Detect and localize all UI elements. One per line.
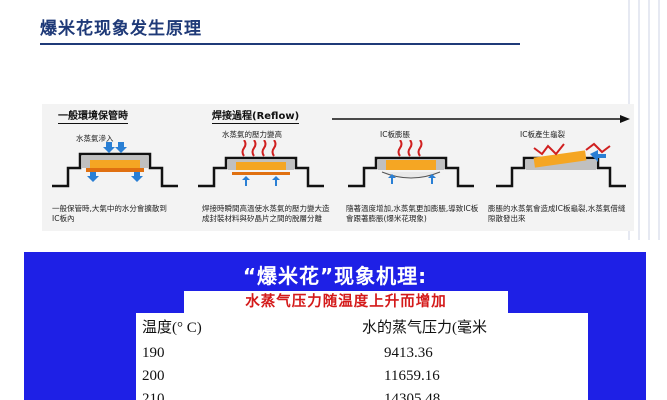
stage1-package-illustration xyxy=(198,140,324,188)
reflow-arrow xyxy=(332,115,630,123)
stage3-caption: 膨脹的水蒸氣會造成IC板龜裂,水蒸氣借縫隙散發出來 xyxy=(488,204,626,223)
general-storage-label: 一般環境保管時 xyxy=(58,111,128,124)
pressure-table: 温度(° C) 水的蒸气压力(毫米 190 9413.36 200 11659.… xyxy=(136,313,588,400)
popcorn-diagram: 一般環境保管時 焊接過程(Reflow) 水蒸氣滲入 水蒸氣的壓力變高 IC板膨… xyxy=(42,104,634,231)
stage1-top-label: 水蒸氣的壓力變高 xyxy=(222,130,282,139)
table-row-temp: 210 xyxy=(142,391,165,400)
panel-heading: “爆米花”现象机理: xyxy=(242,264,428,288)
stage2-top-label: IC板膨脹 xyxy=(380,130,410,139)
stage0-caption: 一般保管時,大氣中的水分會擴散到IC板內 xyxy=(52,204,167,223)
table-row-temp: 190 xyxy=(142,345,165,361)
table-row-pressure: 9413.36 xyxy=(384,345,433,361)
title-rule xyxy=(40,43,520,45)
stage2-package-illustration xyxy=(348,140,474,188)
page-title: 爆米花现象发生原理 xyxy=(40,19,202,39)
mechanism-panel: “爆米花”现象机理: 水蒸气压力随温度上升而增加 温度(° C) 水的蒸气压力(… xyxy=(24,252,646,400)
stage0-top-label: 水蒸氣滲入 xyxy=(76,134,114,143)
stage2-caption: 隨著溫度增加,水蒸氣更加膨脹,導致IC板會跟著膨脹(爆米花現象) xyxy=(346,204,479,223)
table-row-temp: 200 xyxy=(142,368,165,384)
stage3-top-label: IC板產生龜裂 xyxy=(520,130,565,139)
table-header-pressure: 水的蒸气压力(毫米 xyxy=(362,320,487,336)
table-header-temperature: 温度(° C) xyxy=(142,320,202,336)
reflow-label: 焊接過程(Reflow) xyxy=(212,111,300,124)
panel-subheading: 水蒸气压力随温度上升而增加 xyxy=(184,291,508,313)
table-row-pressure: 11659.16 xyxy=(384,368,440,384)
stage0-package-illustration xyxy=(52,142,178,188)
stage1-caption: 焊接時瞬間高溫使水蒸氣的壓力變大造成封裝材料與矽晶片之間的脫層分離 xyxy=(202,204,330,223)
table-row-pressure: 14305.48 xyxy=(384,391,441,400)
stage3-package-illustration xyxy=(496,142,626,188)
